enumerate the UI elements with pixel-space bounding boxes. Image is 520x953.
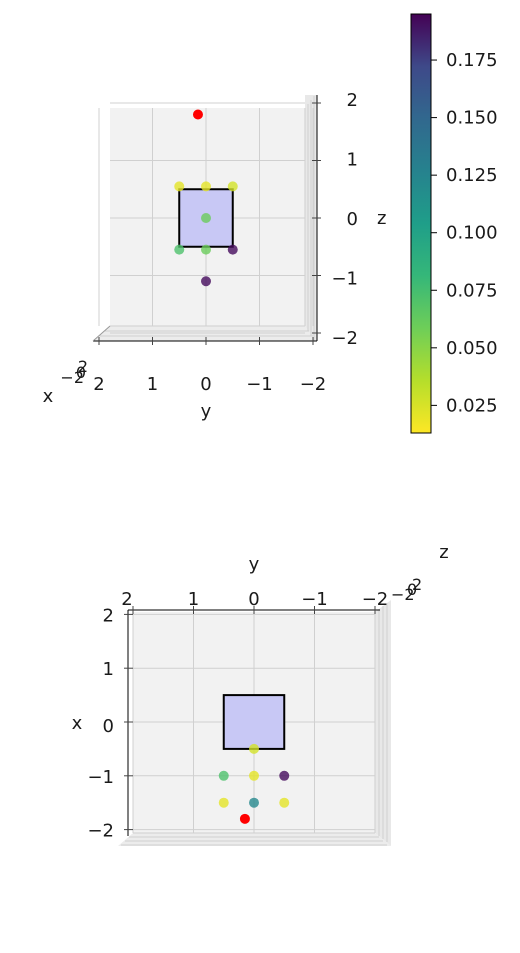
colorbar-tick-label: 0.175 — [446, 50, 498, 71]
data-point — [249, 770, 259, 781]
y-tick-label: 0 — [248, 589, 259, 610]
source-point — [192, 109, 203, 120]
data-point — [279, 770, 290, 781]
colorbar-tick-label: 0.075 — [446, 280, 498, 301]
colorbar-gradient — [410, 13, 432, 434]
bottom-z-label: z — [439, 542, 448, 563]
top-x-tick-label: 2 — [78, 357, 88, 376]
x-tick-label: 0 — [103, 716, 114, 737]
z-tick-label: −2 — [331, 328, 358, 349]
data-point — [201, 276, 211, 287]
colorbar-tick-label: 0.150 — [446, 108, 498, 129]
data-point — [201, 244, 211, 255]
y-tick-label: −1 — [246, 374, 273, 395]
z-tick-label: 1 — [347, 150, 358, 171]
data-point — [279, 797, 290, 808]
data-point — [201, 181, 211, 192]
x-tick-label: −1 — [87, 767, 114, 788]
z-tick-label: −1 — [331, 269, 358, 290]
x-tick-label: 2 — [103, 605, 114, 626]
top-z-label: z — [377, 208, 386, 229]
z-tick-label: 2 — [347, 90, 358, 111]
bottom-z-tick-label: −2 — [391, 585, 415, 604]
source-point — [239, 813, 250, 824]
colorbar-tick-label: 0.100 — [446, 223, 498, 244]
x-tick-label: −2 — [87, 821, 114, 842]
top-y-label: y — [201, 401, 212, 422]
data-point — [218, 797, 229, 808]
y-tick-label: 2 — [121, 589, 132, 610]
top-x-tick-label: 0 — [76, 363, 86, 382]
data-point — [174, 181, 185, 192]
top-x-tick-label: −2 — [60, 368, 84, 387]
data-point — [174, 244, 185, 255]
y-tick-label: −2 — [300, 374, 327, 395]
top-ticks: 2 1 0 −1 −2 2 1 0 −1 −2 — [93, 90, 358, 395]
bottom-bottom-pane — [118, 833, 391, 846]
x-tick-label: 1 — [103, 659, 114, 680]
z-tick-label: 0 — [347, 209, 358, 230]
top-left-axis-line — [92, 325, 111, 342]
y-tick-label: 0 — [200, 374, 211, 395]
data-point — [227, 181, 238, 192]
bottom-y-label: y — [249, 554, 260, 575]
top-x-label: x — [43, 386, 54, 407]
colorbar-tick-label: 0.050 — [446, 338, 498, 359]
colorbar: 0.175 0.150 0.125 0.100 0.075 0.050 0.025 — [410, 13, 498, 434]
y-tick-label: 2 — [93, 374, 104, 395]
data-point — [249, 743, 259, 754]
bottom-plate-square — [222, 694, 286, 750]
data-point — [218, 770, 229, 781]
bottom-points — [218, 743, 290, 824]
top-x-tick-cluster: 2 0 −2 — [60, 357, 88, 387]
bottom-grid — [121, 603, 388, 846]
data-point — [201, 213, 211, 223]
colorbar-ticks: 0.175 0.150 0.125 0.100 0.075 0.050 0.025 — [431, 50, 498, 416]
bottom-z-tick-label: 0 — [407, 580, 417, 599]
data-point — [249, 797, 259, 808]
y-tick-label: −2 — [362, 589, 389, 610]
bottom-x-label: x — [72, 713, 83, 734]
colorbar-tick-label: 0.125 — [446, 165, 498, 186]
y-tick-label: 1 — [188, 589, 199, 610]
data-point — [227, 244, 238, 255]
top-points — [174, 109, 238, 287]
bottom-ticks: 2 1 0 −1 −2 2 1 0 −1 −2 — [87, 589, 388, 842]
colorbar-tick-label: 0.025 — [446, 395, 498, 416]
bottom-z-tick-cluster: 2 0 −2 — [391, 575, 422, 604]
y-tick-label: 1 — [147, 374, 158, 395]
bottom-z-tick-label: 2 — [412, 575, 422, 594]
y-tick-label: −1 — [301, 589, 328, 610]
